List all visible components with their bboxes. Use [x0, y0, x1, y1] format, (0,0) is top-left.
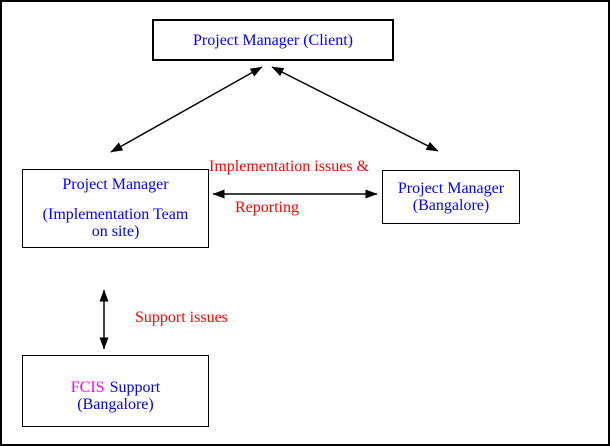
fcis-name: FCIS: [70, 379, 105, 396]
reporting-label: Reporting: [235, 199, 299, 216]
fcis-role: Support: [109, 379, 161, 396]
arrow-client-to-bangalore: [271, 66, 439, 152]
implementation-pm-subtitle-line1: (Implementation Team: [42, 206, 189, 223]
implementation-pm-box: Project Manager (Implementation Team on …: [22, 169, 209, 248]
fcis-support-location: (Bangalore): [77, 396, 154, 413]
support-issues-label: Support issues: [135, 309, 228, 326]
bangalore-pm-box: Project Manager (Bangalore): [382, 170, 520, 224]
implementation-pm-title: Project Manager: [62, 176, 169, 193]
implementation-issues-label: Implementation issues &: [209, 158, 369, 175]
client-pm-label: Project Manager (Client): [193, 31, 353, 49]
line-spacer: [23, 193, 208, 206]
bangalore-pm-location: (Bangalore): [412, 197, 490, 214]
arrow-client-to-implementation: [110, 66, 263, 153]
implementation-pm-subtitle-line2: on site): [91, 223, 140, 240]
client-pm-box: Project Manager (Client): [152, 19, 394, 61]
bangalore-pm-title: Project Manager: [397, 180, 505, 197]
